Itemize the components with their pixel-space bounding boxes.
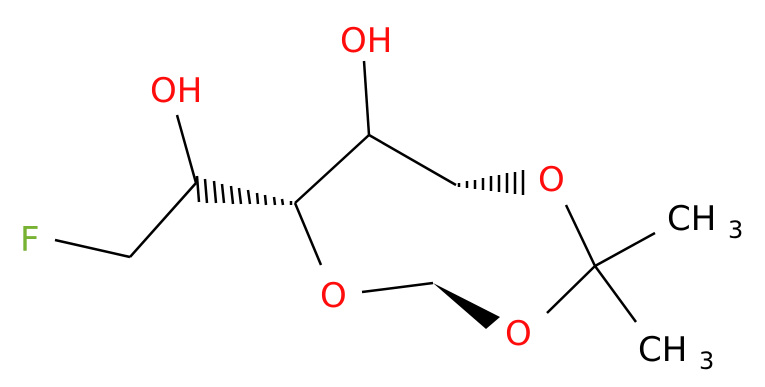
methyl-lower-subscript: 3 [699, 347, 714, 375]
bond-c3-oh [362, 60, 371, 136]
hashed-wedge-c4-choh [195, 175, 293, 206]
methyl-upper-label: CH [667, 199, 716, 239]
methyl-lower-label: CH [638, 330, 687, 370]
bond-o-upper-cq [564, 204, 597, 267]
bond-c4-ring-o [293, 202, 323, 266]
dioxolane-oxygen-lower-label: O [505, 314, 532, 354]
solid-wedge-c1-o [433, 283, 500, 329]
methyl-upper-subscript: 3 [728, 216, 743, 244]
ring-oxygen-label: O [320, 276, 347, 316]
bond-cq-methyl-lower [593, 265, 638, 323]
bond-cq-methyl-upper [594, 231, 656, 268]
hydroxyl-top-label: OH [340, 21, 392, 61]
bond-ring-o-c1 [361, 281, 434, 294]
bond-c3-c2 [368, 133, 457, 187]
hashed-wedge-c2-o [457, 170, 525, 195]
bond-ch2-choh [129, 182, 197, 258]
bond-c4-c3 [294, 134, 370, 204]
hydroxyl-left-label: OH [150, 71, 202, 111]
bond-f-ch2 [54, 238, 131, 259]
fluorine-label: F [20, 220, 40, 260]
bond-choh-oh [175, 114, 198, 184]
dioxolane-oxygen-upper-label: O [538, 160, 565, 200]
bond-o-lower-cq [546, 265, 596, 314]
